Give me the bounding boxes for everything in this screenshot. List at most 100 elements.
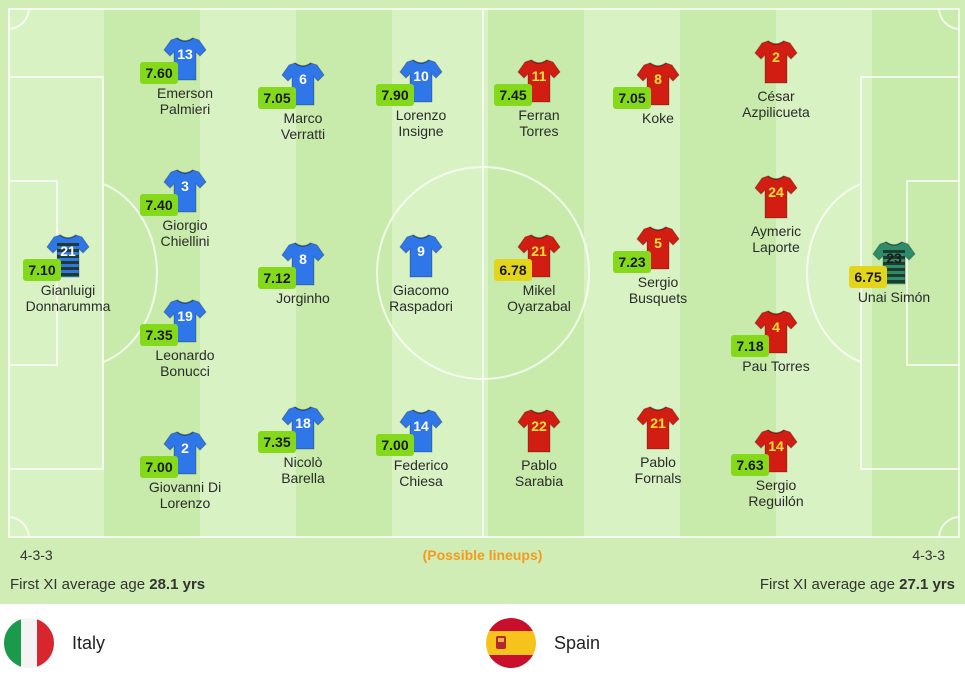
shirt-number: 18 [295,415,311,431]
shirt-number: 10 [413,68,429,84]
teams-bar: Italy Spain [0,604,965,682]
away-average-age-label: First XI average age [759,576,895,593]
home-average-age-value: 28.1 yrs [149,576,206,593]
jersey-icon: 22 [517,408,561,454]
italy-flag-icon [4,618,54,668]
pitch-boundary [8,8,960,538]
player-name: Ferran Torres [518,107,560,139]
team-italy[interactable]: Italy [4,618,105,668]
shirt-number: 9 [417,243,425,259]
player-name: Giacomo Raspadori [389,282,453,314]
shirt-number: 23 [886,250,902,266]
home-average-age: First XI average age 28.1 yrs [10,576,205,593]
away-average-age-value: 27.1 yrs [899,576,955,593]
shirt-number: 2 [181,440,189,456]
shirt-number: 13 [177,46,193,62]
player-name: Pau Torres [742,358,810,374]
home-formation: 4-3-3 [20,547,53,563]
shirt-number: 21 [60,243,76,259]
shirt-number: 14 [768,438,784,454]
player-rating-badge: 6.78 [494,259,532,281]
pitch-stripe [680,8,776,538]
player-rating-badge: 7.90 [376,84,414,106]
player-name: Federico Chiesa [393,457,449,489]
player-rating-badge: 7.35 [258,431,296,453]
left-penalty-area [8,76,104,470]
player-name: Sergio Busquets [628,274,688,306]
team-spain[interactable]: Spain [486,618,600,668]
shirt-number: 5 [654,235,662,251]
player-name: Jorginho [276,290,330,306]
shirt-number: 11 [531,68,547,84]
player-rating-badge: 7.18 [731,335,769,357]
right-goal-area [906,180,960,366]
player-name: César Azpilicueta [742,88,810,120]
shirt-number: 24 [768,184,784,200]
player-rating-badge: 7.05 [613,87,651,109]
player-name: Aymeric Laporte [750,223,802,255]
player-name: Leonardo Bonucci [155,347,215,379]
team-name-italy: Italy [72,632,106,653]
shirt-number: 22 [531,418,547,434]
possible-lineups-notice: (Possible lineups) [422,547,543,563]
jersey-icon: 24 [754,174,798,220]
player-rating-badge: 7.00 [140,456,178,478]
player-name: Sergio Reguilón [748,477,804,509]
shirt-number: 14 [413,418,429,434]
player-rating-badge: 7.63 [731,454,769,476]
player-rating-badge: 7.00 [376,434,414,456]
jersey-icon: 9 [399,233,443,279]
player-rating-badge: 7.40 [140,194,178,216]
center-circle [376,166,590,380]
shirt-number: 19 [177,308,193,324]
shirt-number: 21 [531,243,547,259]
player-rating-badge: 7.12 [258,267,296,289]
away-formation: 4-3-3 [912,547,945,563]
player-name: Nicolò Barella [281,454,325,486]
player-name: Unai Simón [857,289,931,305]
player-name: Giorgio Chiellini [160,217,210,249]
player-rating-badge: 7.10 [23,259,61,281]
shirt-number: 2 [772,49,780,65]
player-rating-badge: 6.75 [849,266,887,288]
shirt-number: 4 [772,319,780,335]
player-name: Lorenzo Insigne [395,107,447,139]
player-name: Marco Verratti [280,110,326,142]
home-average-age-label: First XI average age [10,576,146,593]
player-name: Koke [642,110,674,126]
player-name: Gianluigi Donnarumma [25,282,111,314]
player-name: Pablo Fornals [634,454,682,486]
shirt-number: 6 [299,71,307,87]
jersey-icon: 2 [754,39,798,85]
shirt-number: 8 [299,251,307,267]
shirt-number: 8 [654,71,662,87]
shirt-number: 21 [650,415,666,431]
player-rating-badge: 7.05 [258,87,296,109]
jersey-icon: 21 [636,405,680,451]
player-rating-badge: 7.23 [613,251,651,273]
